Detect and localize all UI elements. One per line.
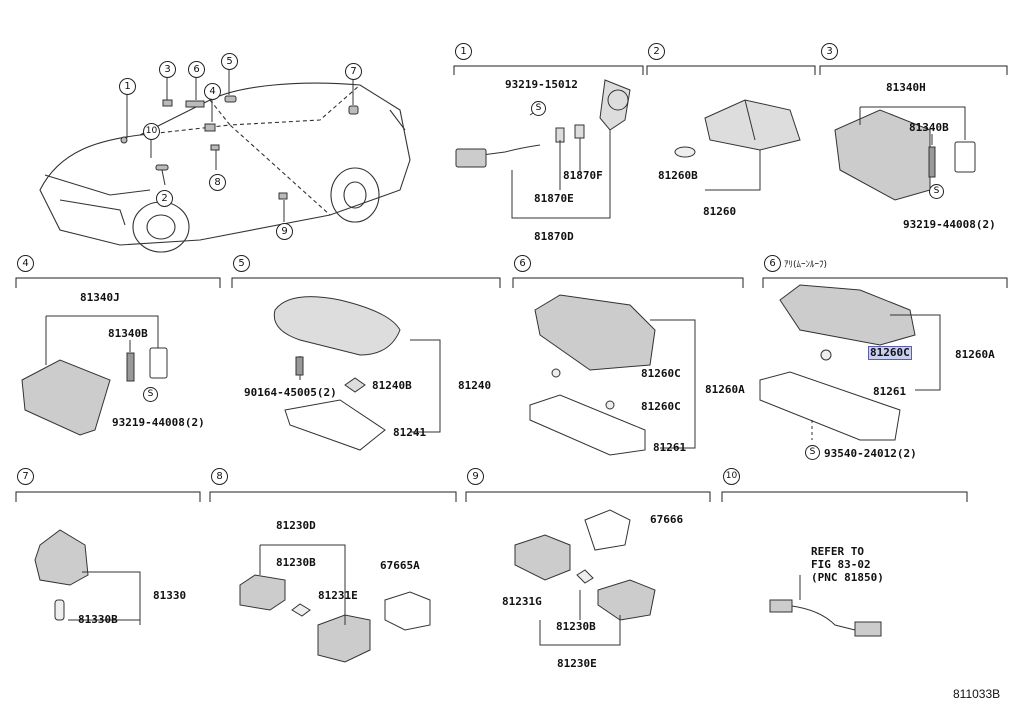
callout-1[interactable]: 1 xyxy=(119,78,136,95)
section-3-parts xyxy=(834,106,976,201)
part-81340B-a[interactable]: 81340B xyxy=(909,121,949,134)
part-81870E[interactable]: 81870E xyxy=(534,192,574,205)
part-81260A-a[interactable]: 81260A xyxy=(705,383,745,396)
section-9-number[interactable]: 9 xyxy=(467,468,484,485)
section-4-number[interactable]: 4 xyxy=(17,255,34,272)
section-6-number[interactable]: 6 xyxy=(514,255,531,272)
part-81330[interactable]: 81330 xyxy=(153,589,187,602)
section-8-number[interactable]: 8 xyxy=(211,468,228,485)
screw-symbol: S xyxy=(805,445,820,460)
part-81260C-a[interactable]: 81260C xyxy=(641,367,681,380)
section-7-parts xyxy=(34,529,141,625)
part-81260B[interactable]: 81260B xyxy=(658,169,698,182)
section-6b-number[interactable]: 6 xyxy=(764,255,781,272)
part-81260C-highlighted[interactable]: 81260C xyxy=(868,346,912,360)
section-9-parts xyxy=(514,509,656,646)
part-81870F[interactable]: 81870F xyxy=(563,169,603,182)
callout-2[interactable]: 2 xyxy=(156,190,173,207)
section-2-parts xyxy=(674,99,801,191)
callout-8[interactable]: 8 xyxy=(209,174,226,191)
part-81260[interactable]: 81260 xyxy=(703,205,737,218)
part-93540-24012[interactable]: 93540-24012(2) xyxy=(824,447,917,460)
section-2-number[interactable]: 2 xyxy=(648,43,665,60)
section-7-number[interactable]: 7 xyxy=(17,468,34,485)
screw-symbol: S xyxy=(531,101,546,116)
refer-line-3: (PNC 81850) xyxy=(811,571,884,584)
part-81340B-b[interactable]: 81340B xyxy=(108,327,148,340)
section-4-parts xyxy=(21,315,168,436)
part-81230B-b[interactable]: 81230B xyxy=(556,620,596,633)
callout-7[interactable]: 7 xyxy=(345,63,362,80)
part-81340H[interactable]: 81340H xyxy=(886,81,926,94)
section-5-parts xyxy=(273,296,441,451)
refer-line-1: REFER TO xyxy=(811,545,864,558)
callout-3[interactable]: 3 xyxy=(159,61,176,78)
diagram-code: 811033B xyxy=(953,687,1001,701)
part-81231G[interactable]: 81231G xyxy=(502,595,542,608)
section-6-parts xyxy=(529,294,696,456)
section-6b-note: ｱﾘ(ﾑｰﾝﾙｰﾌ) xyxy=(784,260,828,270)
part-81230B-a[interactable]: 81230B xyxy=(276,556,316,569)
section-3-number[interactable]: 3 xyxy=(821,43,838,60)
part-81230D[interactable]: 81230D xyxy=(276,519,316,532)
callout-9[interactable]: 9 xyxy=(276,223,293,240)
part-81230E[interactable]: 81230E xyxy=(557,657,597,670)
part-81240B[interactable]: 81240B xyxy=(372,379,412,392)
part-93219-44008-a[interactable]: 93219-44008(2) xyxy=(903,218,996,231)
callout-6[interactable]: 6 xyxy=(188,61,205,78)
callout-4[interactable]: 4 xyxy=(204,83,221,100)
section-10-number[interactable]: 10 xyxy=(723,468,740,485)
section-6b-parts xyxy=(759,284,941,441)
callout-10[interactable]: 10 xyxy=(143,123,160,140)
part-81330B[interactable]: 81330B xyxy=(78,613,118,626)
part-81261-a[interactable]: 81261 xyxy=(653,441,687,454)
section-1-parts xyxy=(455,79,631,219)
part-81240[interactable]: 81240 xyxy=(458,379,492,392)
part-67666[interactable]: 67666 xyxy=(650,513,684,526)
part-81260A-b[interactable]: 81260A xyxy=(955,348,995,361)
refer-line-2: FIG 83-02 xyxy=(811,558,871,571)
callout-5[interactable]: 5 xyxy=(221,53,238,70)
screw-symbol: S xyxy=(143,387,158,402)
part-81241[interactable]: 81241 xyxy=(393,426,427,439)
part-81340J[interactable]: 81340J xyxy=(80,291,120,304)
part-93219-44008-b[interactable]: 93219-44008(2) xyxy=(112,416,205,429)
part-81870D[interactable]: 81870D xyxy=(534,230,574,243)
part-93219-15012[interactable]: 93219-15012 xyxy=(505,78,578,91)
part-81231E[interactable]: 81231E xyxy=(318,589,358,602)
car-illustration xyxy=(39,82,411,253)
section-8-parts xyxy=(239,544,431,663)
section-5-number[interactable]: 5 xyxy=(233,255,250,272)
part-67665A[interactable]: 67665A xyxy=(380,559,420,572)
screw-symbol: S xyxy=(929,184,944,199)
section-1-number[interactable]: 1 xyxy=(455,43,472,60)
part-81260C-b[interactable]: 81260C xyxy=(641,400,681,413)
part-90164-45005[interactable]: 90164-45005(2) xyxy=(244,386,337,399)
section-10-parts xyxy=(769,575,882,637)
part-81261-b[interactable]: 81261 xyxy=(873,385,907,398)
